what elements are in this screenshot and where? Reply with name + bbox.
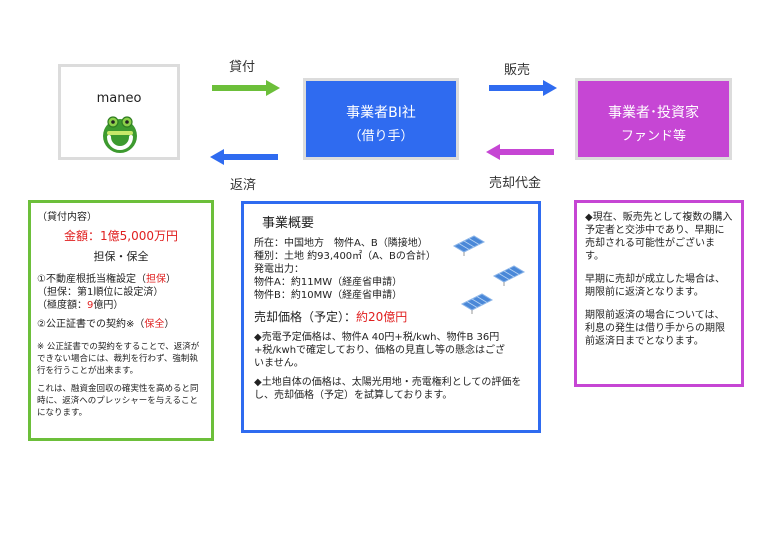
lend-arrow xyxy=(212,80,280,96)
proceeds-label: 売却代金 xyxy=(489,176,542,191)
frog-logo-icon xyxy=(103,116,137,153)
repay-arrow xyxy=(210,149,278,165)
status-paragraph-2: 早期に売却が成立した場合は、期限前に返済となります。 xyxy=(585,274,725,298)
investor-name: 事業者･投資家 xyxy=(608,105,699,121)
loan-details-box: （貸付内容） 金額：1億5,000万円 担保・保全 ①不動産根抵当権設定（担保）… xyxy=(28,200,214,441)
sell-label: 販売 xyxy=(504,63,531,78)
business-overview-box: 事業概要 所在：中国地方 物件A、B（隣接地） 種別：土地 約93,400㎡（A… xyxy=(241,201,541,433)
solar-panel-icon xyxy=(452,235,486,256)
status-paragraph-3: 期限前返済の場合については、利息の発生は借り手からの期限前返済日までとなります。 xyxy=(585,310,725,347)
solar-panel-icon xyxy=(492,265,526,286)
proceeds-arrow xyxy=(486,144,554,160)
solar-panel-icon xyxy=(460,293,494,314)
business-location: 所在：中国地方 物件A、B（隣接地） xyxy=(254,238,428,249)
collateral-item-2: ②公正証書での契約※（保全） xyxy=(37,319,175,330)
borrower-name: 事業者BI社 xyxy=(346,105,416,121)
business-output-label: 発電出力： xyxy=(254,264,304,275)
collateral-item-1: ①不動産根抵当権設定（担保） xyxy=(37,274,176,285)
business-output-b: 物件B：約10MW（経産省申請） xyxy=(254,290,403,301)
investor-fund: ファンド等 xyxy=(620,129,686,144)
lend-label: 貸付 xyxy=(229,60,256,75)
loan-note-2: これは、融資金回収の確実性を高めると同時に、返済へのプレッシャーを与えることにな… xyxy=(37,384,199,418)
business-note-1: ◆売電予定価格は、物件A 40円+税/kwh、物件B 36円+税/kwhで確定し… xyxy=(254,332,506,369)
business-type: 種別：土地 約93,400㎡（A、Bの合計） xyxy=(254,251,436,262)
status-paragraph-1: ◆現在、販売先として複数の購入予定者と交渉中であり、早期に売却される可能性がござ… xyxy=(585,212,733,262)
business-title: 事業概要 xyxy=(262,216,315,231)
maneo-name: maneo xyxy=(96,91,142,106)
sale-price: 売却価格（予定）：約20億円 xyxy=(254,310,408,324)
business-note-2: ◆土地自体の価格は、太陽光用地・売電権利としての評価をし、売却価格（予定）を試算… xyxy=(254,377,522,401)
loan-note-1: ※ 公正証書での契約をすることで、返済ができない場合には、裁判を行わず、強制執行… xyxy=(37,342,200,376)
loan-heading: （貸付内容） xyxy=(37,212,97,223)
collateral-item-1-detail1: （担保：第1順位に設定済） xyxy=(37,287,164,298)
business-output-a: 物件A：約11MW（経産省申請） xyxy=(254,277,403,288)
sell-arrow xyxy=(489,80,557,96)
repay-label: 返済 xyxy=(230,178,257,193)
collateral-item-1-detail2: （極度額：9億円） xyxy=(37,300,124,311)
loan-amount: 金額：1億5,000万円 xyxy=(64,229,178,243)
sale-status-box: ◆現在、販売先として複数の購入予定者と交渉中であり、早期に売却される可能性がござ… xyxy=(574,200,744,387)
collateral-title: 担保・保全 xyxy=(93,250,149,263)
investor-box: 事業者･投資家 ファンド等 xyxy=(575,78,732,160)
borrower-role: （借り手） xyxy=(348,129,414,144)
maneo-box: maneo xyxy=(58,64,180,160)
borrower-box: 事業者BI社 （借り手） xyxy=(303,78,459,160)
